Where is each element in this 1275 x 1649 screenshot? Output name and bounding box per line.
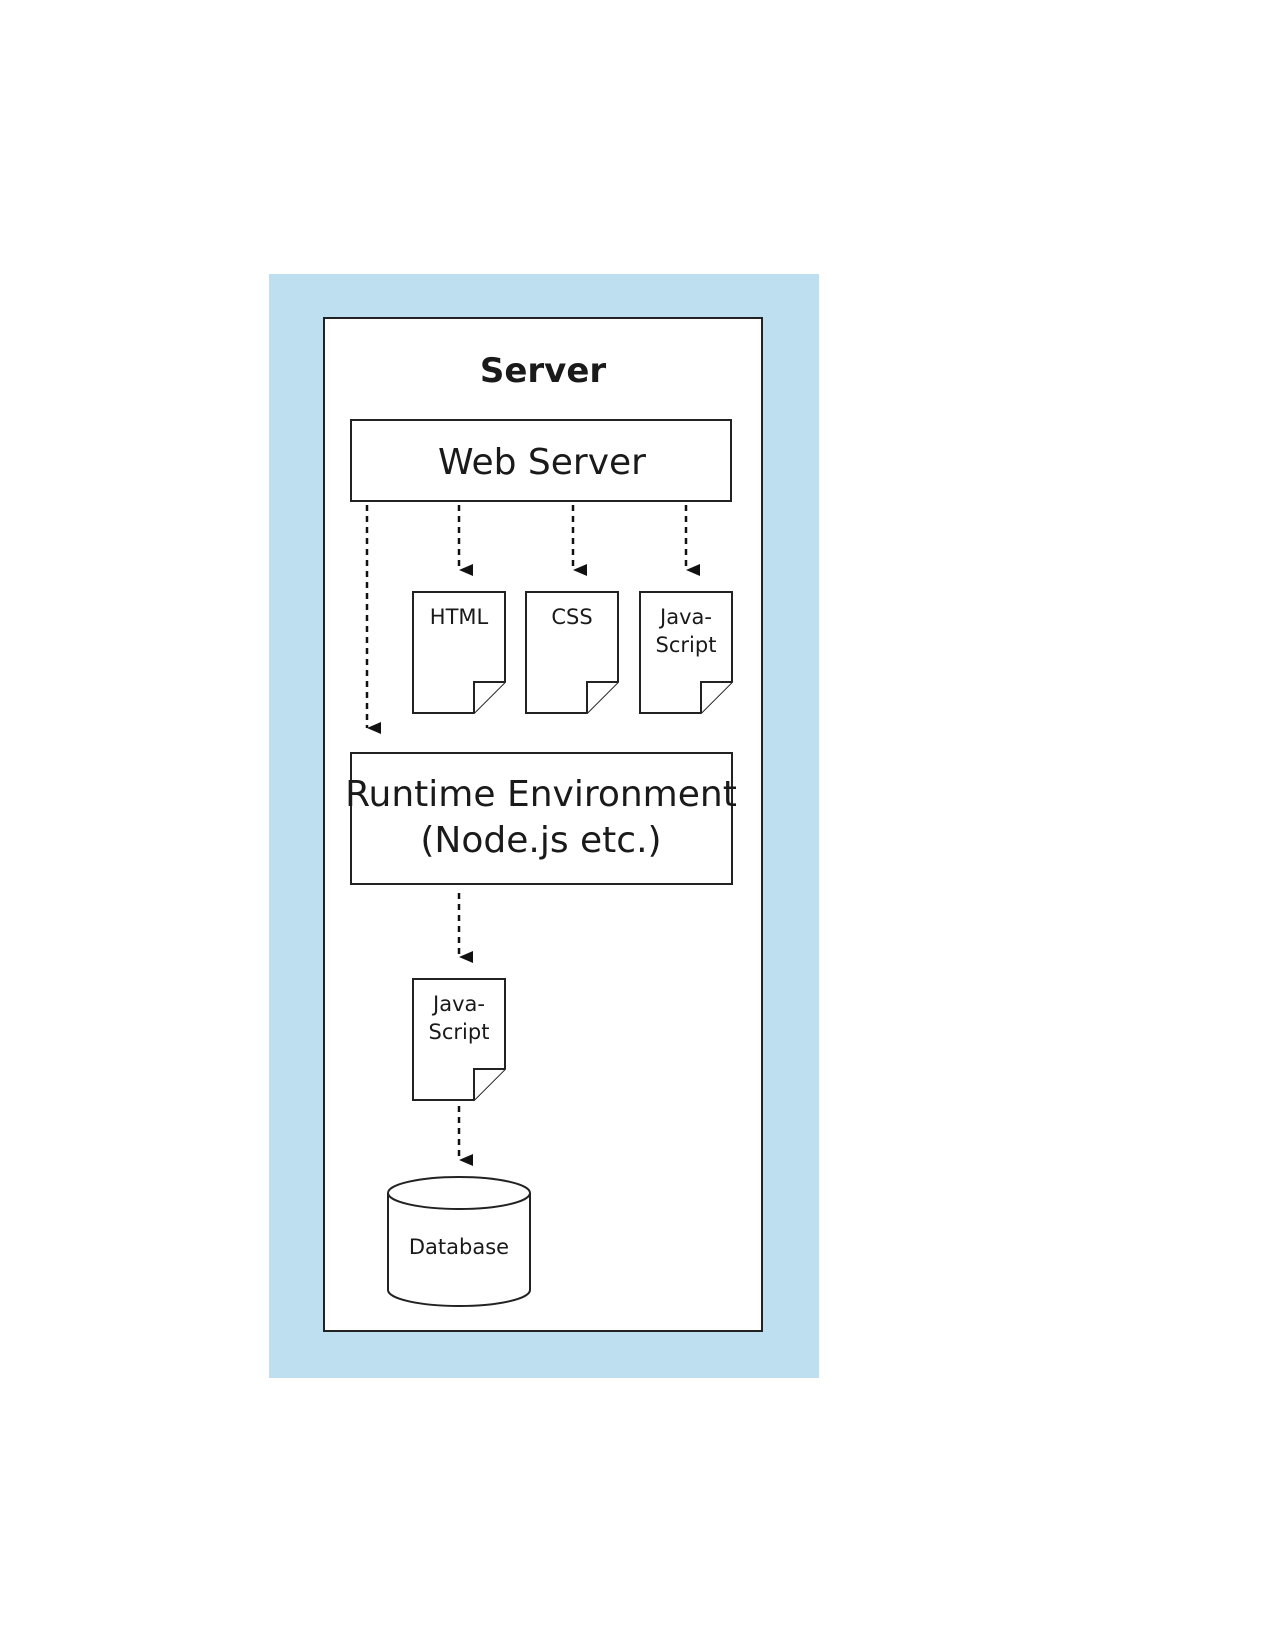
html-document-icon: HTML <box>412 591 506 714</box>
css-document-label: CSS <box>551 605 592 629</box>
runtime-environment-label: Runtime Environment <box>345 774 737 815</box>
server-title: Server <box>480 351 607 391</box>
javascript-document-label-line1: Java- <box>658 605 712 629</box>
html-document-label: HTML <box>430 605 489 629</box>
javascript-document-icon: Java- Script <box>639 591 733 714</box>
javascript-document-label-line2: Script <box>656 633 717 657</box>
web-server-label: Web Server <box>438 442 646 483</box>
database-label: Database <box>409 1235 509 1259</box>
web-server-box: Web Server <box>350 419 732 502</box>
css-document-icon: CSS <box>525 591 619 714</box>
runtime-environment-sublabel: (Node.js etc.) <box>420 820 661 861</box>
runtime-environment-box: Runtime Environment (Node.js etc.) <box>345 752 737 885</box>
javascript-file-label-line1: Java- <box>431 992 485 1016</box>
javascript-file-icon: Java- Script <box>412 978 506 1101</box>
database-icon: Database <box>387 1176 531 1307</box>
javascript-file-label-line2: Script <box>429 1020 490 1044</box>
